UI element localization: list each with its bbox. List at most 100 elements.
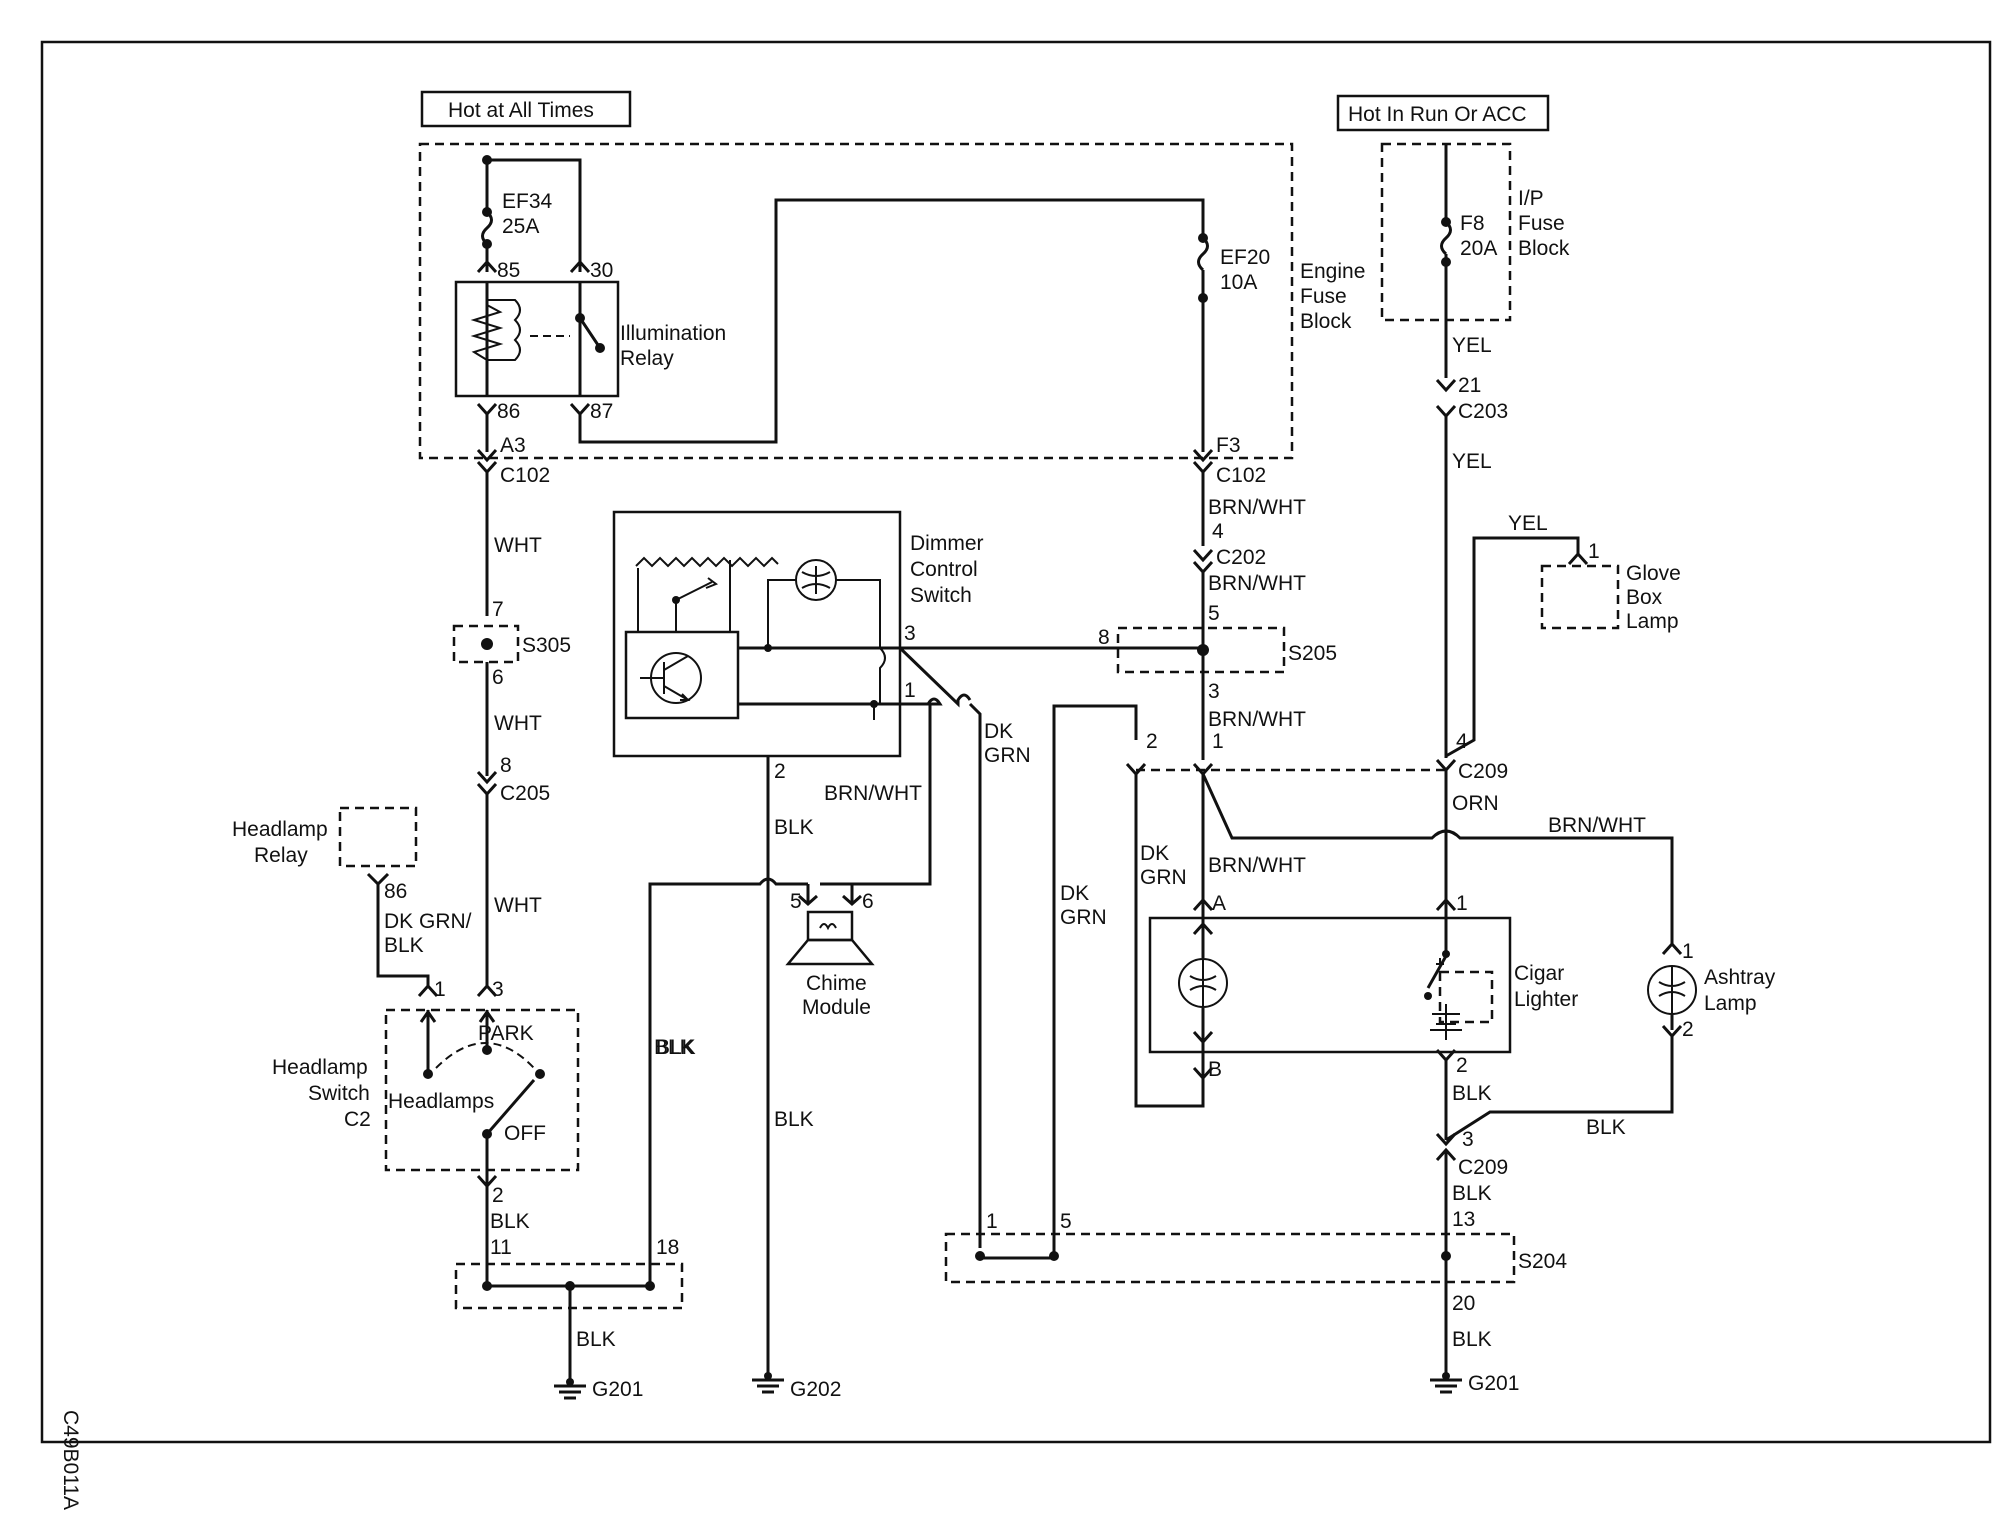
wire-color-label: WHT bbox=[494, 534, 542, 557]
ground-icon bbox=[554, 1378, 586, 1400]
wire-color-label: DK bbox=[984, 720, 1013, 743]
relay-contact-icon bbox=[578, 317, 602, 349]
pin-label: 20 bbox=[1452, 1292, 1475, 1315]
wire-color-label: WHT bbox=[494, 712, 542, 735]
pin-label: 1 bbox=[1212, 730, 1224, 753]
headlamp-switch-blade bbox=[485, 1079, 536, 1135]
ip-fuse-block-label: Block bbox=[1518, 237, 1570, 260]
headlamp-relay bbox=[338, 806, 418, 868]
cigar-lighter-element bbox=[1438, 970, 1494, 1024]
dimmer-control-switch bbox=[612, 510, 902, 758]
s204-label: S204 bbox=[1518, 1250, 1567, 1273]
ground-icon bbox=[1430, 1372, 1462, 1394]
illumination-relay bbox=[454, 280, 620, 398]
wire-color-label: BLK bbox=[656, 1036, 696, 1059]
wire-color-label: BLK bbox=[1452, 1328, 1492, 1351]
dimmer-label: Dimmer bbox=[910, 532, 984, 555]
glove-box-lamp-label: Box bbox=[1626, 586, 1663, 609]
chime-label: Chime bbox=[806, 972, 867, 995]
pin-label: 11 bbox=[490, 1236, 512, 1259]
pin-label: 1 bbox=[434, 978, 446, 1001]
pin-label: 1 bbox=[904, 679, 916, 702]
c102-right: C102 bbox=[1216, 464, 1266, 487]
headlamp-switch-label: Switch bbox=[308, 1082, 370, 1105]
wire-color-label: YEL bbox=[1508, 512, 1548, 535]
chime-speaker-icon bbox=[785, 938, 875, 966]
c203-label: C203 bbox=[1458, 400, 1508, 423]
lighter-lamp-icon bbox=[1178, 958, 1228, 1008]
f8-label: F8 bbox=[1460, 212, 1485, 235]
headlamp-switch bbox=[384, 1008, 580, 1172]
pin-label: 2 bbox=[1682, 1018, 1694, 1041]
pin-label: 8 bbox=[1098, 626, 1110, 649]
wire-color-label: GRN bbox=[1060, 906, 1107, 929]
pin-label: B bbox=[1208, 1058, 1222, 1081]
pin-label: 85 bbox=[497, 259, 520, 282]
pin-label: 5 bbox=[1208, 602, 1220, 625]
pin-label: 3 bbox=[1208, 680, 1220, 703]
pin-label: 13 bbox=[1452, 1208, 1475, 1231]
pin-label: 18 bbox=[656, 1236, 679, 1259]
wire-color-label: BLK bbox=[384, 934, 424, 957]
pin-label: 1 bbox=[1682, 940, 1694, 963]
wire-color-label: BLK bbox=[1452, 1182, 1492, 1205]
glove-box-lamp-label: Glove bbox=[1626, 562, 1681, 585]
pin-label: 1 bbox=[1588, 540, 1600, 563]
dimmer-label: Switch bbox=[910, 584, 972, 607]
pin-label: 5 bbox=[1060, 1210, 1072, 1233]
wire-color-label: YEL bbox=[1452, 450, 1492, 473]
pin-label: 8 bbox=[500, 754, 512, 777]
wire-color-label: BLK bbox=[654, 1036, 694, 1059]
wire-color-label: BLK bbox=[576, 1328, 616, 1351]
ef34-rating: 25A bbox=[502, 215, 539, 238]
wire-color-label: BRN/WHT bbox=[1208, 854, 1306, 877]
figure-id: C49B011A bbox=[59, 1410, 82, 1510]
wire-color-label: BRN/WHT bbox=[824, 782, 922, 805]
wire-color-label: GRN bbox=[984, 744, 1031, 767]
wire-color-label: BLK bbox=[490, 1210, 530, 1233]
c209-label: C209 bbox=[1458, 760, 1508, 783]
pin-label: 86 bbox=[384, 880, 407, 903]
wire-color-label: YEL bbox=[1452, 334, 1492, 357]
f8-rating: 20A bbox=[1460, 237, 1497, 260]
wire-color-label: BRN/WHT bbox=[1548, 814, 1646, 837]
dimmer-transistor-box bbox=[624, 630, 740, 720]
chime-label: Module bbox=[802, 996, 871, 1019]
wire-color-label: GRN bbox=[1140, 866, 1187, 889]
f8-fuse-icon bbox=[1440, 220, 1452, 256]
wire-color-label: DK bbox=[1140, 842, 1169, 865]
s204-splice bbox=[944, 1232, 1516, 1284]
wire-color-label: DK bbox=[1060, 882, 1089, 905]
illumination-relay-label: Illumination bbox=[620, 322, 726, 345]
pin-label: 4 bbox=[1456, 730, 1468, 753]
wire-color-label: BRN/WHT bbox=[1208, 496, 1306, 519]
wire-color-label: BLK bbox=[774, 816, 814, 839]
pin-label: 30 bbox=[590, 259, 613, 282]
ef20-fuse-icon bbox=[1197, 236, 1209, 272]
headlamp-switch-label: C2 bbox=[344, 1108, 371, 1131]
switch-pos-off: OFF bbox=[504, 1122, 546, 1145]
ashtray-lamp-label: Ashtray bbox=[1704, 966, 1776, 989]
pin-label: 3 bbox=[492, 978, 504, 1001]
g202-label: G202 bbox=[790, 1378, 841, 1401]
wire-color-label: BRN/WHT bbox=[1208, 572, 1306, 595]
lamp-lighter-housing bbox=[1148, 916, 1512, 1054]
s205-label: S205 bbox=[1288, 642, 1337, 665]
ip-fuse-block-label: Fuse bbox=[1518, 212, 1565, 235]
s305-splice bbox=[452, 624, 520, 664]
rheostat-icon bbox=[635, 556, 779, 568]
c205-label: C205 bbox=[500, 782, 550, 805]
pin-label: 6 bbox=[492, 666, 504, 689]
pin-label: 5 bbox=[790, 890, 802, 913]
headlamp-relay-label: Headlamp bbox=[232, 818, 328, 841]
pin-label: F3 bbox=[1216, 434, 1241, 457]
pin-label: 2 bbox=[1146, 730, 1158, 753]
hot-always-label: Hot at All Times bbox=[448, 99, 594, 122]
c209-lower-label: C209 bbox=[1458, 1156, 1508, 1179]
pin-label: 2 bbox=[774, 760, 786, 783]
c202-label: C202 bbox=[1216, 546, 1266, 569]
wire-color-label: BLK bbox=[774, 1108, 814, 1131]
pin-label: 1 bbox=[1456, 892, 1468, 915]
pin-label: 87 bbox=[590, 400, 613, 423]
pin-label: 3 bbox=[904, 622, 916, 645]
